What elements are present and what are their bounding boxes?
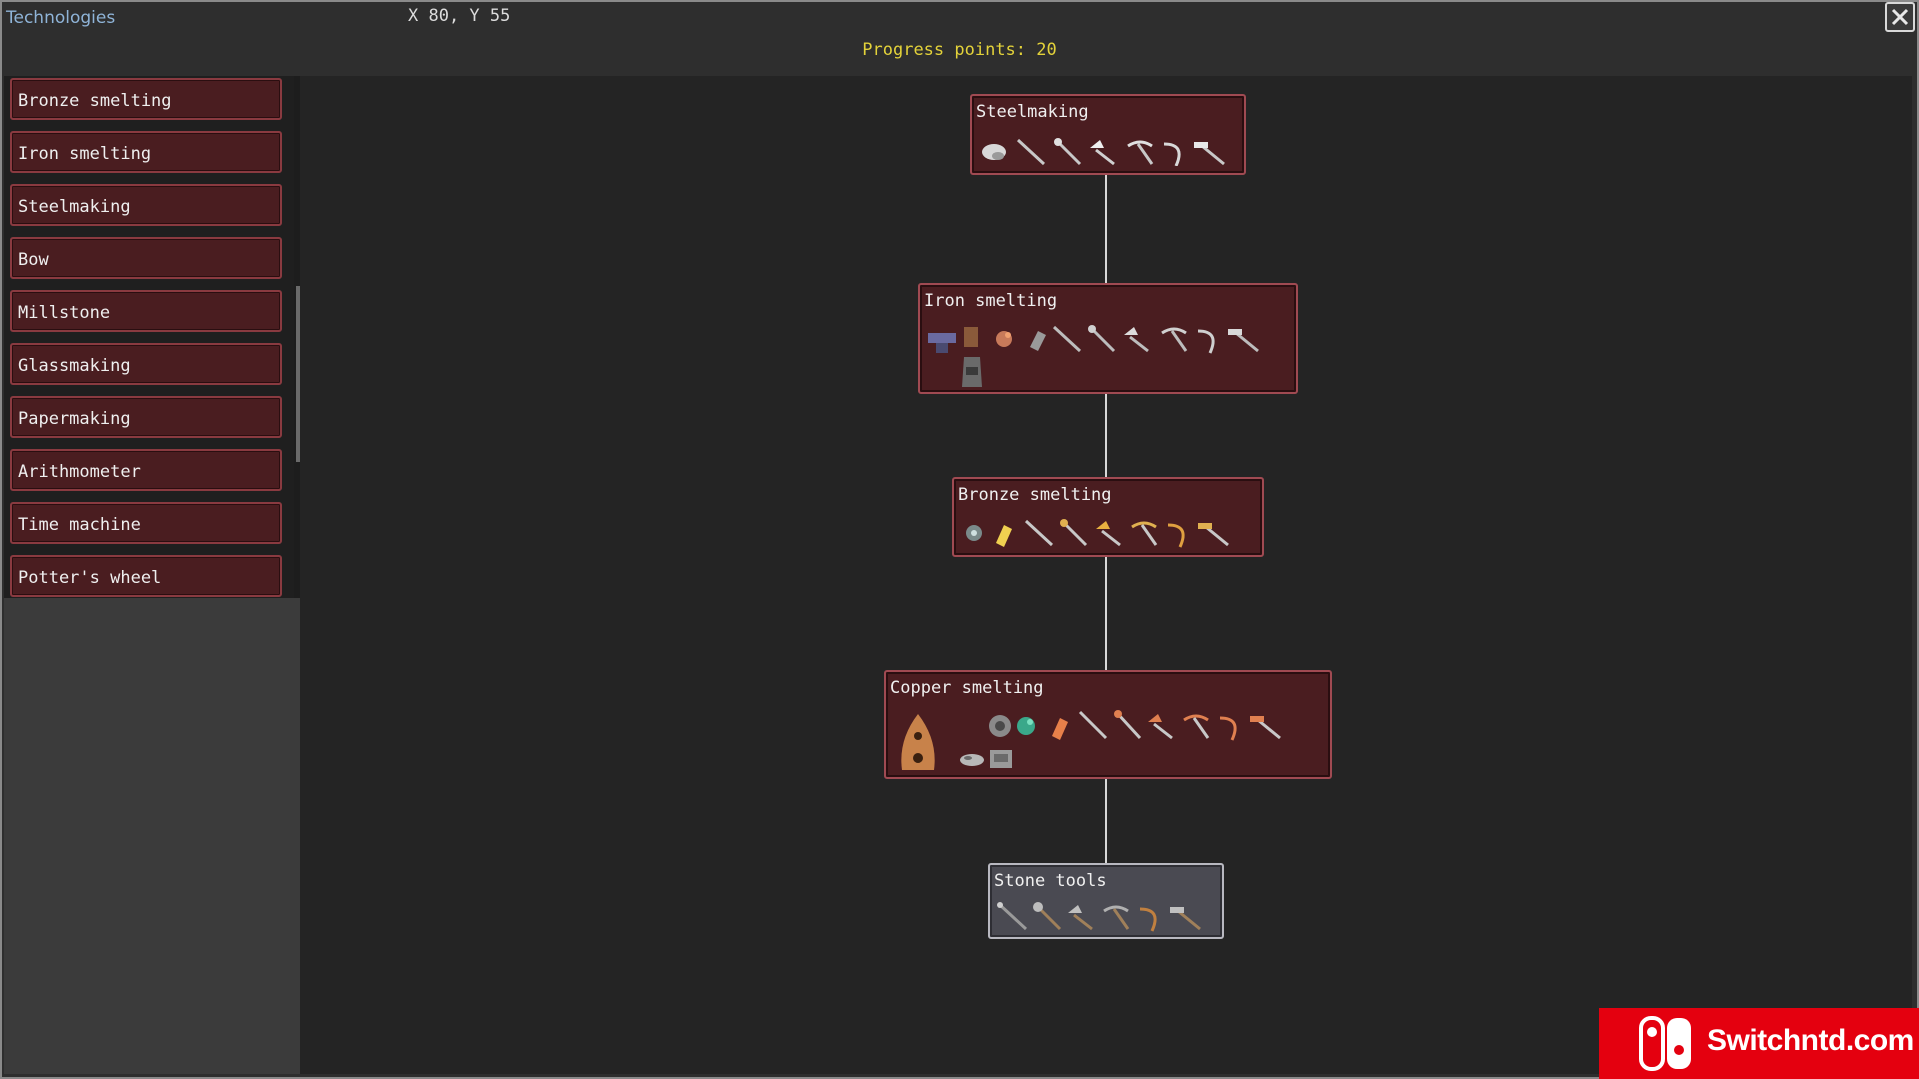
coordinates-readout: X 80, Y 55 [408, 6, 511, 26]
watermark-text: Switchntd.com [1707, 1024, 1914, 1057]
gear-icon [989, 715, 1011, 737]
bronze-spear-icon [1024, 519, 1054, 547]
tech-item-arithmometer[interactable]: Arithmometer [10, 449, 282, 491]
connector-line [1105, 775, 1107, 863]
copper-smelting-unlocks [901, 710, 1281, 770]
stone-axe-icon [1068, 905, 1093, 931]
steel-axe-icon [1090, 140, 1115, 166]
stone-pickaxe-icon [1103, 905, 1130, 930]
connector-line [1105, 171, 1107, 283]
technology-list: Bronze smelting Iron smelting Steelmakin… [4, 76, 294, 598]
tech-item-iron-smelting[interactable]: Iron smelting [10, 131, 282, 173]
bellows-icon [964, 327, 978, 347]
tech-item-time-machine[interactable]: Time machine [10, 502, 282, 544]
technology-tree: Steelmaking Iron smelting [300, 76, 1912, 1074]
tech-node-stone-tools[interactable]: Stone tools [988, 863, 1224, 939]
tech-item-potters-wheel[interactable]: Potter's wheel [10, 555, 282, 597]
steel-spear-icon [1016, 138, 1046, 166]
steel-pickaxe-icon [1127, 140, 1154, 165]
anvil-icon [928, 333, 956, 353]
close-icon [1891, 8, 1909, 26]
bronze-ingot-icon [996, 525, 1012, 547]
steel-ingot-icon [982, 144, 1006, 160]
copper-hammer-icon [1250, 716, 1281, 740]
furnace-icon [962, 357, 982, 387]
tech-item-millstone[interactable]: Millstone [10, 290, 282, 332]
tech-node-copper-smelting[interactable]: Copper smelting [884, 670, 1332, 779]
kiln-icon [901, 714, 935, 770]
steelmaking-unlocks [982, 138, 1225, 166]
steel-sickle-icon [1163, 142, 1181, 166]
iron-axe-icon [1124, 327, 1149, 353]
copper-ingot-icon [1052, 718, 1068, 740]
bronze-hammer-icon [1198, 523, 1229, 547]
copper-pickaxe-icon [1183, 714, 1210, 739]
steel-shovel-icon [1054, 138, 1082, 166]
stone-hammer-icon [1170, 907, 1201, 931]
tech-item-glassmaking[interactable]: Glassmaking [10, 343, 282, 385]
mold-icon [960, 754, 984, 766]
steel-hammer-icon [1194, 142, 1225, 166]
bronze-pickaxe-icon [1131, 521, 1158, 546]
stone-sickle-icon [1139, 907, 1157, 932]
stone-tools-unlocks [997, 902, 1201, 932]
copper-shovel-icon [1114, 710, 1142, 740]
crucible-icon [990, 750, 1012, 768]
node-title: Bronze smelting [958, 485, 1112, 505]
node-title: Copper smelting [890, 678, 1044, 698]
tech-item-bronze-smelting[interactable]: Bronze smelting [10, 78, 282, 120]
iron-ore-icon [996, 331, 1012, 347]
technology-sidebar: Bronze smelting Iron smelting Steelmakin… [4, 76, 304, 1074]
tech-node-iron-smelting[interactable]: Iron smelting [918, 283, 1298, 394]
tech-node-steelmaking[interactable]: Steelmaking [970, 94, 1246, 175]
switch-logo-icon [1639, 1016, 1691, 1071]
tech-item-bow[interactable]: Bow [10, 237, 282, 279]
stone-shovel-icon [1033, 902, 1062, 931]
iron-hammer-icon [1228, 329, 1259, 353]
bronze-smelting-unlocks [966, 519, 1229, 548]
copper-axe-icon [1148, 714, 1173, 740]
node-title: Stone tools [994, 871, 1107, 891]
bronze-axe-icon [1096, 521, 1121, 547]
node-title: Steelmaking [976, 102, 1089, 122]
progress-points: Progress points: 20 [862, 40, 1057, 60]
tech-item-steelmaking[interactable]: Steelmaking [10, 184, 282, 226]
bronze-shovel-icon [1060, 519, 1088, 547]
copper-ore-icon [1017, 717, 1035, 735]
iron-spear-icon [1052, 325, 1082, 353]
bronze-sickle-icon [1167, 523, 1185, 548]
tech-item-papermaking[interactable]: Papermaking [10, 396, 282, 438]
tin-ore-icon [966, 525, 982, 541]
watermark-banner: Switchntd.com [1599, 1008, 1919, 1079]
copper-sickle-icon [1219, 716, 1237, 741]
iron-sickle-icon [1197, 329, 1215, 354]
stone-spear-icon [997, 902, 1028, 931]
tech-node-bronze-smelting[interactable]: Bronze smelting [952, 477, 1264, 557]
iron-smelting-unlocks [928, 325, 1259, 387]
close-button[interactable] [1885, 2, 1915, 32]
node-title: Iron smelting [924, 291, 1058, 311]
connector-line [1105, 553, 1107, 670]
window-title: Technologies [6, 8, 116, 28]
iron-ingot-icon [1030, 331, 1046, 351]
iron-shovel-icon [1088, 325, 1116, 353]
iron-pickaxe-icon [1161, 327, 1188, 352]
copper-spear-icon [1078, 710, 1108, 740]
connector-line [1105, 394, 1107, 477]
